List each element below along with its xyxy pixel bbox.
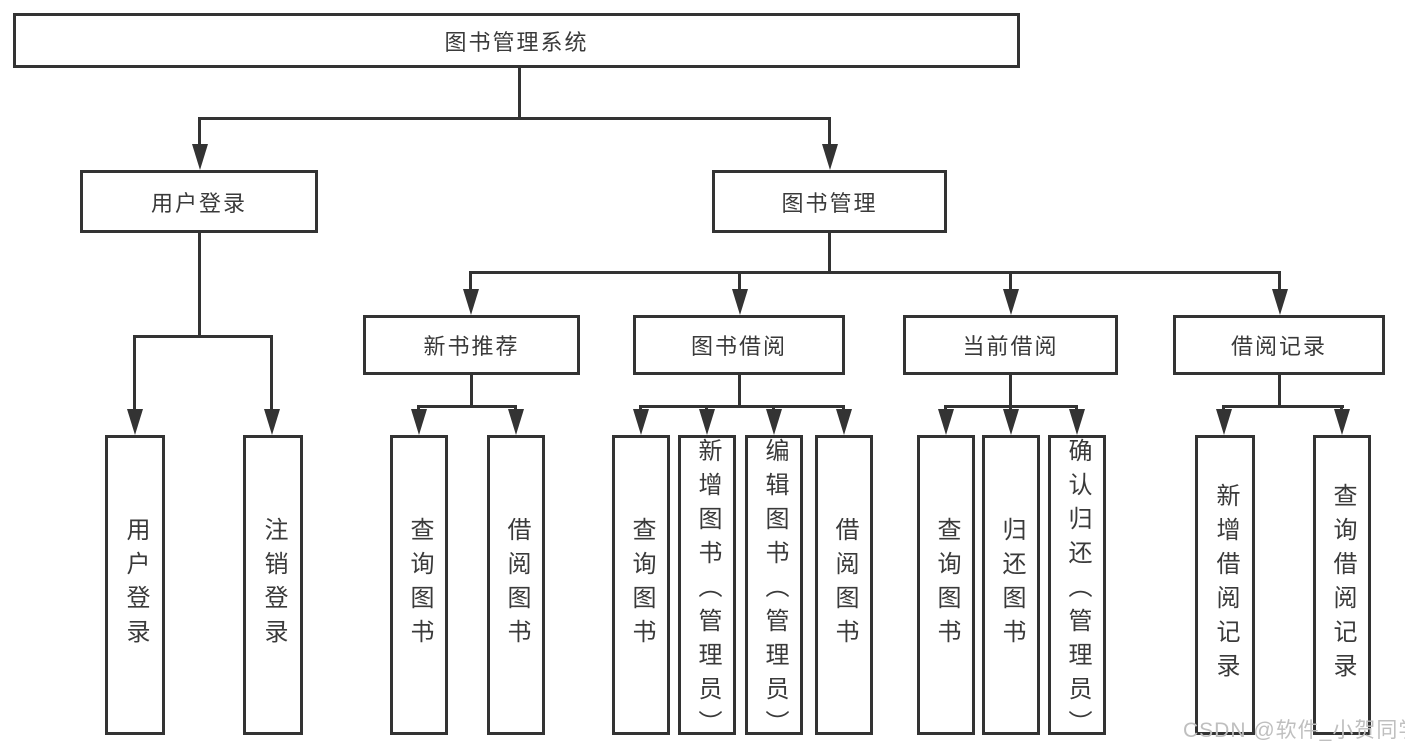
- leaf-cb-return-books: 归还图书: [982, 435, 1040, 735]
- arrowhead-cb-return: [1003, 409, 1019, 435]
- arrowhead-book-mgmt: [822, 144, 838, 170]
- connector-drop-leaf-login: [133, 335, 136, 412]
- connector-new-book-stem: [470, 375, 473, 408]
- arrowhead-leaf-logout: [264, 409, 280, 435]
- connector-book-mgmt-rail: [469, 271, 1281, 274]
- connector-drop-cb-return: [1009, 405, 1012, 412]
- connector-records-rail: [1222, 405, 1344, 408]
- arrowhead-cb-query: [938, 409, 954, 435]
- arrowhead-br-query: [1334, 409, 1350, 435]
- arrowhead-rec-borrow: [508, 409, 524, 435]
- arrowhead-bb-add: [699, 409, 715, 435]
- connector-current-stem: [1009, 375, 1012, 408]
- leaf-user-login: 用户登录: [105, 435, 165, 735]
- connector-drop-user-login: [198, 117, 201, 145]
- connector-user-login-rail: [133, 335, 273, 338]
- arrowhead-user-login: [192, 144, 208, 170]
- csdn-watermark: CSDN @软件_小贺同学: [1183, 719, 1405, 742]
- arrowhead-bb-edit: [766, 409, 782, 435]
- connector-drop-bb-edit: [772, 405, 775, 412]
- arrowhead-current: [1003, 289, 1019, 315]
- arrowhead-br-add: [1216, 409, 1232, 435]
- node-book-borrowing: 图书借阅: [633, 315, 845, 375]
- connector-drop-bb-query: [639, 405, 642, 412]
- connector-drop-records: [1278, 271, 1281, 292]
- connector-root-rail: [198, 117, 831, 120]
- connector-drop-book-mgmt: [828, 117, 831, 145]
- connector-drop-current: [1009, 271, 1012, 292]
- connector-borrow-rail: [639, 405, 845, 408]
- leaf-cb-confirm-return-admin: 确认归还（管理员）: [1048, 435, 1106, 744]
- connector-drop-cb-query: [944, 405, 947, 412]
- leaf-bb-edit-books-admin: 编辑图书（管理员）: [745, 435, 803, 744]
- leaf-rec-borrow-books: 借阅图书: [487, 435, 545, 735]
- leaf-bb-query-books: 查询图书: [612, 435, 670, 735]
- arrowhead-new-book: [463, 289, 479, 315]
- node-current-borrowing: 当前借阅: [903, 315, 1118, 375]
- node-user-login: 用户登录: [80, 170, 318, 233]
- leaf-cb-query-books: 查询图书: [917, 435, 975, 735]
- leaf-br-query-record: 查询借阅记录: [1313, 435, 1371, 735]
- connector-drop-br-query: [1340, 405, 1343, 412]
- node-new-book-recommend: 新书推荐: [363, 315, 580, 375]
- connector-drop-new-book: [469, 271, 472, 292]
- leaf-logout: 注销登录: [243, 435, 303, 735]
- connector-drop-bb-add: [705, 405, 708, 412]
- arrowhead-bb-query: [633, 409, 649, 435]
- connector-root-stem: [518, 68, 521, 120]
- node-book-management: 图书管理: [712, 170, 947, 233]
- connector-new-book-rail: [417, 405, 517, 408]
- node-root-library-system: 图书管理系统: [13, 13, 1020, 68]
- node-borrowing-records: 借阅记录: [1173, 315, 1385, 375]
- connector-drop-bb-borrow: [842, 405, 845, 412]
- connector-user-login-stem: [198, 233, 201, 338]
- leaf-rec-query-books: 查询图书: [390, 435, 448, 735]
- arrowhead-cb-confirm: [1069, 409, 1085, 435]
- arrowhead-records: [1272, 289, 1288, 315]
- connector-book-mgmt-stem: [828, 233, 831, 274]
- arrowhead-bb-borrow: [836, 409, 852, 435]
- connector-drop-borrow: [738, 271, 741, 292]
- connector-records-stem: [1278, 375, 1281, 408]
- connector-drop-leaf-logout: [270, 335, 273, 412]
- arrowhead-borrow: [732, 289, 748, 315]
- connector-drop-rec-query: [417, 405, 420, 412]
- leaf-bb-borrow-books: 借阅图书: [815, 435, 873, 735]
- leaf-bb-add-books-admin: 新增图书（管理员）: [678, 435, 736, 744]
- connector-drop-rec-borrow: [514, 405, 517, 412]
- arrowhead-rec-query: [411, 409, 427, 435]
- arrowhead-leaf-login: [127, 409, 143, 435]
- connector-drop-br-add: [1222, 405, 1225, 412]
- leaf-br-add-record: 新增借阅记录: [1195, 435, 1255, 735]
- connector-drop-cb-confirm: [1075, 405, 1078, 412]
- connector-borrow-stem: [738, 375, 741, 408]
